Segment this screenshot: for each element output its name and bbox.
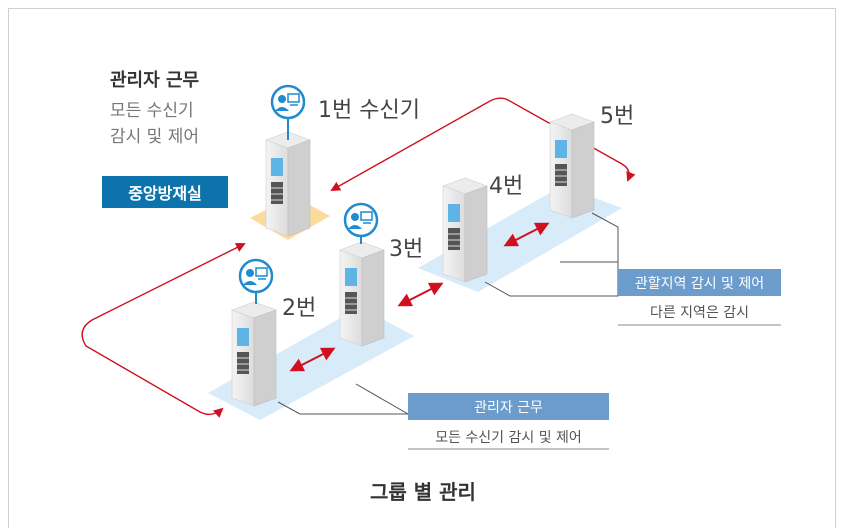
node-label-2: 2번 xyxy=(282,296,317,321)
callout-regional-sub: 다른 지역은 감시 xyxy=(649,305,750,321)
figure-frame xyxy=(8,8,836,528)
node-label-3: 3번 xyxy=(389,237,424,262)
node-label-1: 1번 수신기 xyxy=(318,98,420,123)
receiver-cabinet-icon xyxy=(231,301,277,407)
central-control-room-badge: 중앙방재실 xyxy=(102,176,228,208)
double-arrow-icon xyxy=(397,282,444,307)
operator-icon xyxy=(238,258,274,304)
receiver-cabinet-icon xyxy=(339,241,385,347)
node-label-5: 5번 xyxy=(600,104,635,129)
callout-regional-control: 관할지역 감시 및 제어 xyxy=(618,269,781,296)
callout-admin-sub: 모든 수신기 감시 및 제어 xyxy=(435,430,582,446)
hq-desc-line2: 감시 및 제어 xyxy=(110,127,200,147)
receiver-cabinet-icon xyxy=(265,131,311,237)
node-label-4: 4번 xyxy=(489,174,524,199)
receiver-cabinet-icon xyxy=(549,113,595,219)
link-line-hq-to-2 xyxy=(81,243,246,418)
double-arrow-icon xyxy=(289,347,336,372)
callout-admin-duty: 관리자 근무 xyxy=(408,393,609,420)
operator-icon xyxy=(270,84,306,140)
double-arrow-icon xyxy=(503,222,550,247)
callout-leader-right xyxy=(484,212,619,297)
hq-desc-line1: 모든 수신기 xyxy=(110,101,194,121)
callout-leader-bottom xyxy=(277,383,410,415)
operator-icon xyxy=(343,202,379,244)
figure-caption: 그룹 별 관리 xyxy=(370,480,476,504)
link-line-5-to-hq xyxy=(330,97,636,191)
hq-title: 관리자 근무 xyxy=(110,70,200,91)
receiver-cabinet-icon xyxy=(442,177,488,283)
